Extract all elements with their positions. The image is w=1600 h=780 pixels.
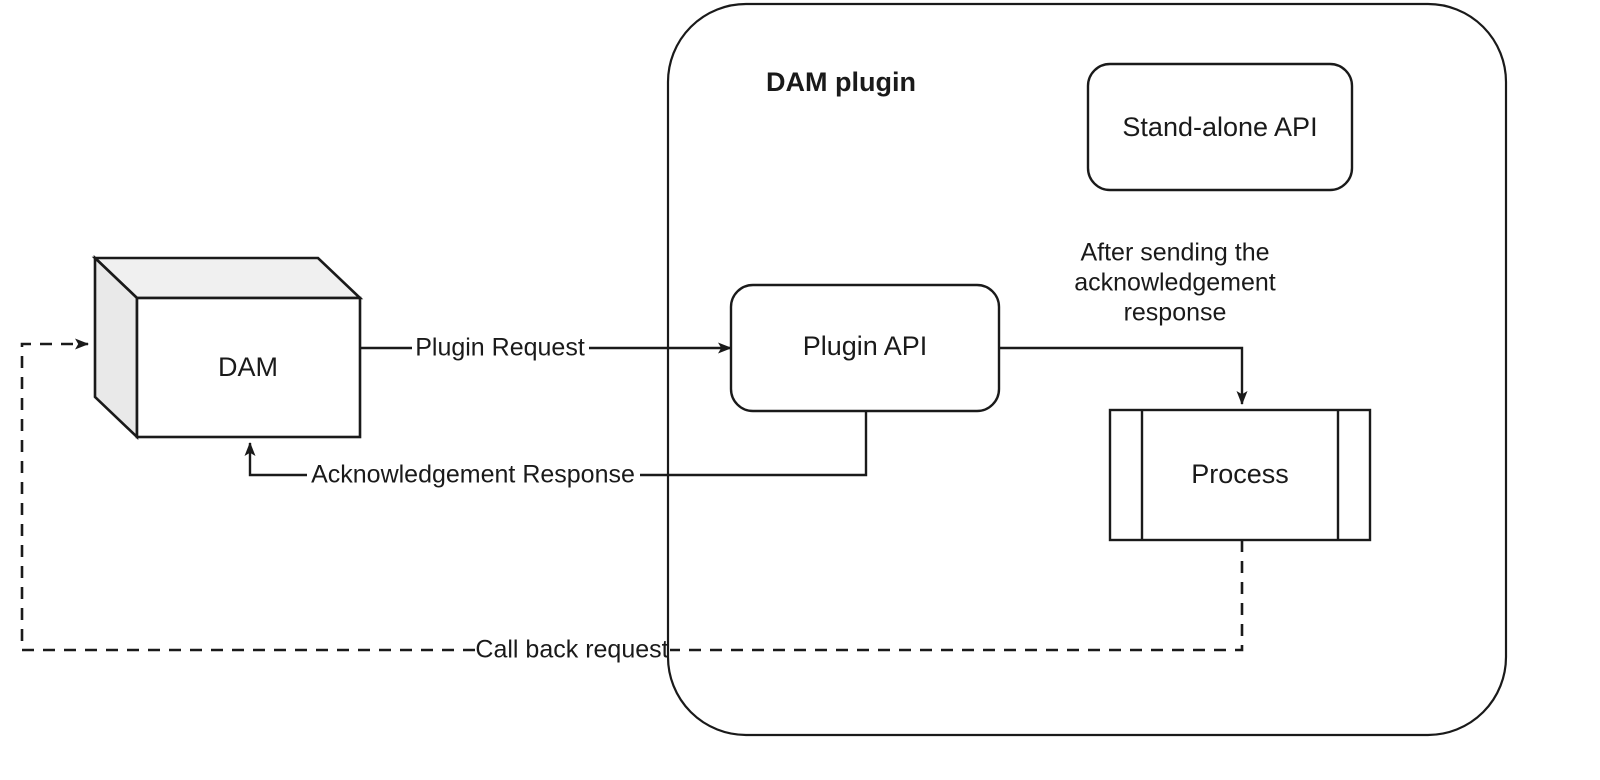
dam-plugin-container: DAM plugin <box>666 2 1508 737</box>
dam-plugin-container-outline <box>666 2 1508 737</box>
dam-cube-top-face <box>91 256 364 300</box>
edge-after-sending-line <box>999 346 1248 405</box>
edge-after-sending-label-line1: After sending the <box>1080 239 1269 267</box>
standalone-api-node[interactable]: Stand-alone API <box>1086 62 1354 192</box>
edge-acknowledgement-response-label: Acknowledgement Response <box>311 461 635 489</box>
edge-call-back-line-right <box>670 540 1244 652</box>
edge-plugin-request[interactable]: Plugin Request <box>360 334 732 362</box>
plugin-api-node[interactable]: Plugin API <box>729 283 1001 413</box>
edge-after-sending-response[interactable]: After sending the acknowledgement respon… <box>999 239 1276 405</box>
dam-node-label: DAM <box>218 352 278 382</box>
edge-ack-line-right <box>640 411 868 477</box>
standalone-api-label: Stand-alone API <box>1122 112 1317 142</box>
dam-cube-front-face <box>135 296 362 439</box>
edge-plugin-request-label: Plugin Request <box>415 334 585 362</box>
edge-call-back-request[interactable]: Call back request <box>20 338 1244 664</box>
edge-after-sending-label-line2: acknowledgement <box>1074 269 1276 297</box>
edge-after-sending-label-line3: response <box>1124 299 1227 327</box>
edge-ack-line-left <box>244 442 307 477</box>
edge-call-back-request-label: Call back request <box>475 636 668 664</box>
edge-acknowledgement-response[interactable]: Acknowledgement Response <box>244 411 868 489</box>
plugin-api-label: Plugin API <box>803 331 928 361</box>
process-label: Process <box>1191 459 1289 489</box>
process-node[interactable]: Process <box>1108 408 1372 542</box>
dam-node[interactable]: DAM <box>91 254 364 441</box>
process-box <box>1108 408 1372 542</box>
standalone-api-box <box>1086 62 1354 192</box>
dam-plugin-container-label: DAM plugin <box>766 67 916 97</box>
